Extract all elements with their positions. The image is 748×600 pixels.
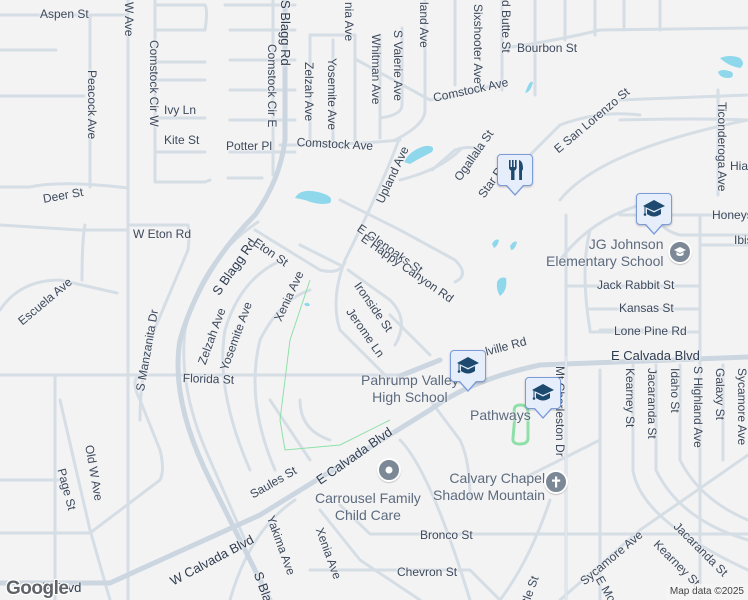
street-label: Florida St bbox=[182, 371, 235, 387]
street-label: Ivy Ln bbox=[164, 103, 197, 117]
street-label: Jack Rabbit St bbox=[597, 278, 675, 292]
graduation-cap-icon bbox=[643, 200, 665, 217]
street-label: Chevron St bbox=[397, 565, 458, 579]
street-label: Comstock Cir E bbox=[265, 44, 279, 128]
street-label: Bronco St bbox=[420, 528, 473, 542]
cross-icon bbox=[552, 476, 561, 488]
fork-knife-icon bbox=[509, 160, 523, 180]
street-label: nia Ave bbox=[342, 2, 356, 42]
street-label: Jacaranda St bbox=[645, 368, 659, 439]
restaurant-marker[interactable] bbox=[497, 154, 533, 196]
street-label: land Ave bbox=[417, 2, 431, 48]
street-label: d Butte St bbox=[499, 0, 513, 53]
street-label: Hiaw bbox=[730, 159, 748, 173]
street-label: Peacock Ave bbox=[85, 70, 99, 140]
street-label: Ibis bbox=[734, 233, 748, 247]
street-label: Comstock Cir W bbox=[147, 40, 161, 127]
jg-johnson-school-marker[interactable] bbox=[636, 193, 672, 235]
street-label: Ticonderoga Ave bbox=[715, 102, 729, 192]
street-label: Potter Pl bbox=[226, 139, 273, 153]
graduation-cap-icon bbox=[532, 384, 554, 401]
carrousel-childcare-pin[interactable] bbox=[377, 458, 401, 482]
street-label: Comstock Ave bbox=[296, 135, 374, 153]
street-label: Yosemite Ave bbox=[325, 58, 339, 131]
street-label: W Ave bbox=[122, 2, 136, 37]
jg-johnson-school-pin[interactable] bbox=[668, 240, 692, 264]
pahrump-valley-hs-marker[interactable] bbox=[450, 350, 486, 392]
street-label: Zelzah Ave bbox=[302, 62, 316, 122]
street-label: E Calvada Blvd bbox=[611, 348, 700, 363]
street-label: Sycamore Ave bbox=[735, 368, 748, 446]
calvary-chapel-pin[interactable] bbox=[544, 470, 568, 494]
pin-dot-icon bbox=[385, 466, 393, 474]
street-label: S Highland Ave bbox=[691, 366, 705, 448]
school-icon bbox=[674, 247, 686, 256]
street-label: da Blvd bbox=[38, 580, 82, 595]
google-logo[interactable]: Google bbox=[6, 578, 69, 599]
street-label: Honeys bbox=[712, 208, 748, 222]
street-label: Kearney St bbox=[623, 368, 637, 428]
street-label: Bourbon St bbox=[517, 41, 578, 55]
place-label[interactable]: Pathways bbox=[470, 407, 531, 423]
street-label: W Eton Rd bbox=[133, 227, 192, 241]
street-label: Whitman Ave bbox=[369, 34, 383, 105]
street-label: S Blagg Rd bbox=[278, 0, 293, 66]
street-label: Aspen St bbox=[40, 7, 89, 21]
street-label: Kite St bbox=[164, 133, 200, 147]
street-label: Sixshooter Ave bbox=[471, 4, 485, 84]
street-label: Lone Pine Rd bbox=[614, 324, 687, 338]
street-label: Kansas St bbox=[619, 301, 674, 315]
pathways-school-marker[interactable] bbox=[525, 377, 561, 419]
street-label: S Valerie Ave bbox=[391, 30, 405, 101]
map-attribution[interactable]: Map data ©2025 bbox=[665, 584, 748, 600]
street-label: Idaho St bbox=[668, 368, 682, 413]
street-label: Galaxy St bbox=[713, 368, 727, 421]
graduation-cap-icon bbox=[457, 357, 479, 374]
